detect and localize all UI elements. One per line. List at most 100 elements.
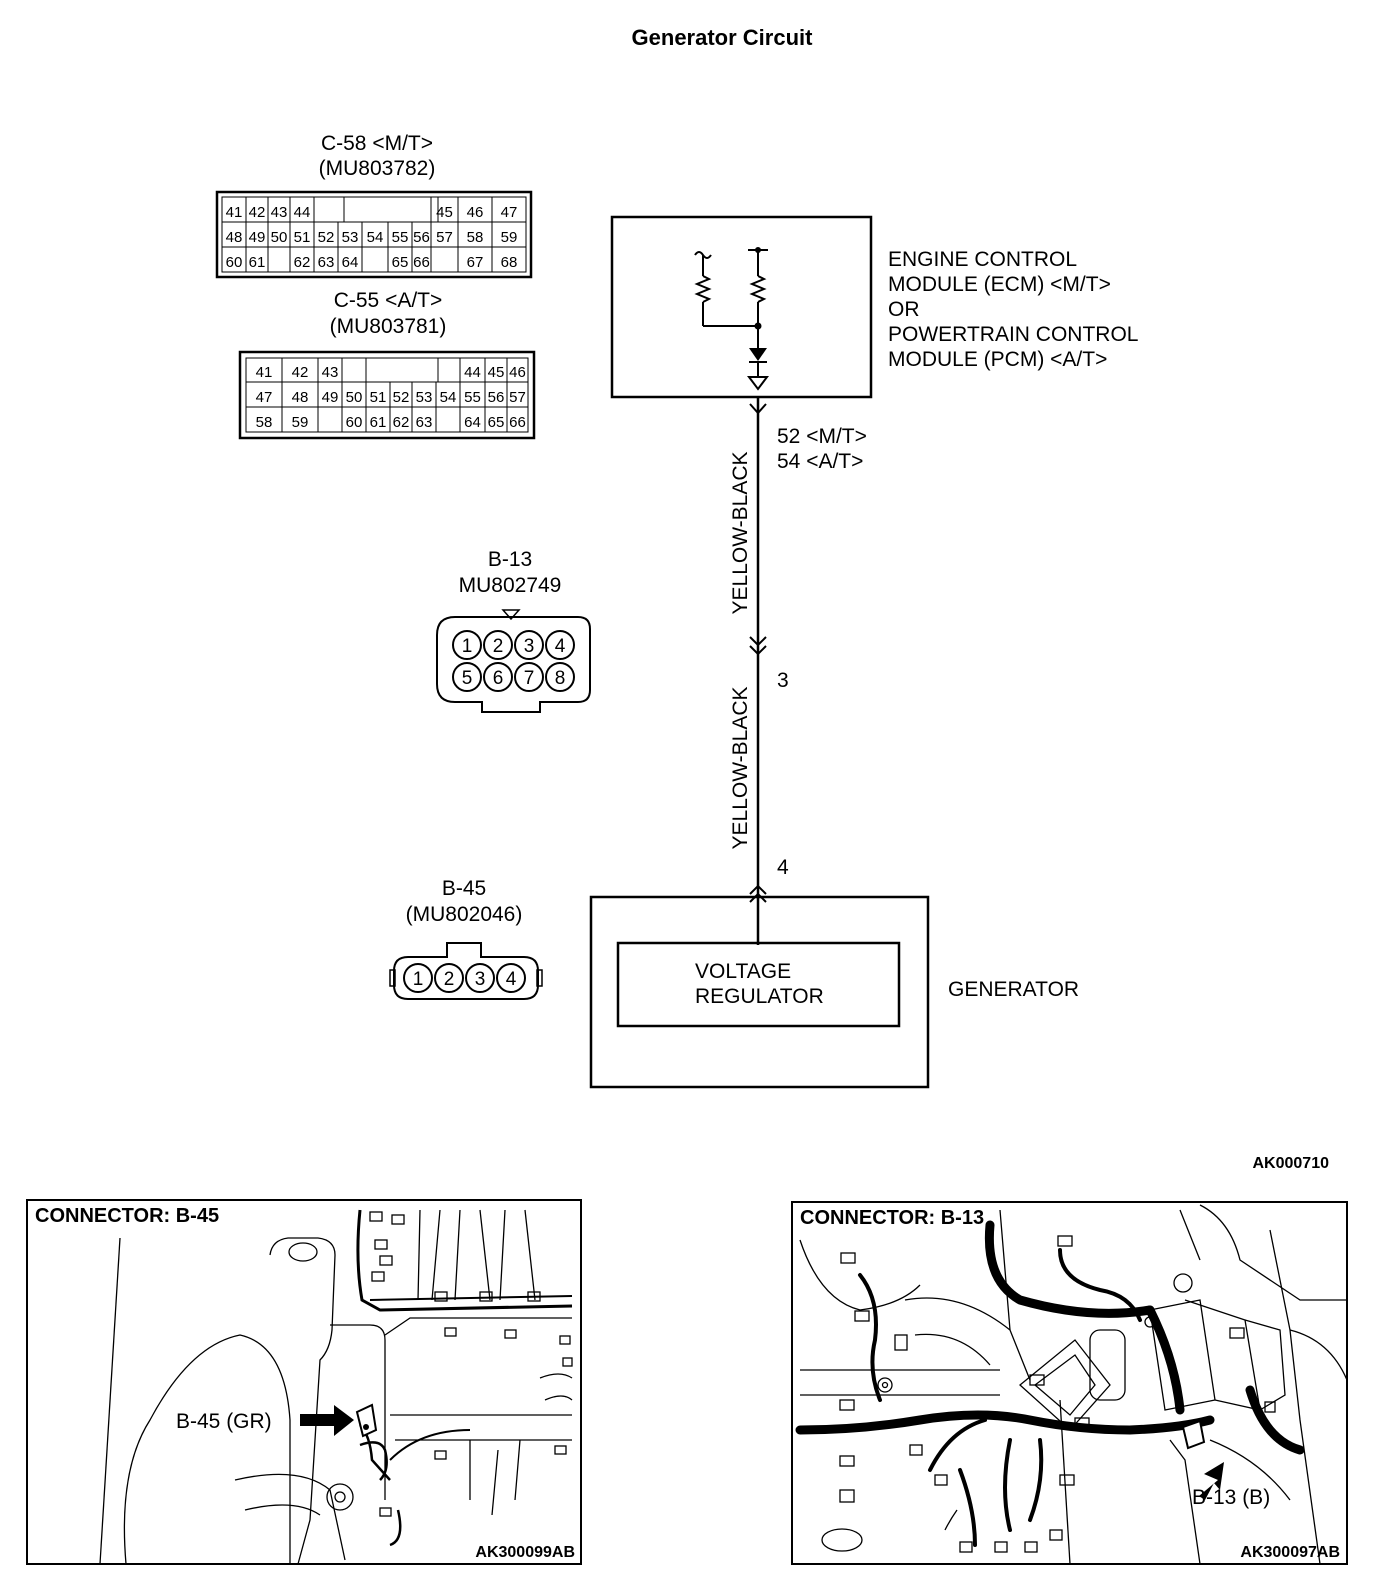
c55-pin-53: 53 (416, 389, 433, 406)
c58-pin-42: 42 (249, 204, 266, 221)
b45-pin-socket (403, 963, 433, 993)
c55-pin-61: 61 (370, 414, 387, 431)
b45-pin-socket (465, 963, 495, 993)
c55-pin-59: 59 (292, 414, 309, 431)
c55-name: C-55 <A/T> (334, 289, 443, 312)
figure-code: AK000710 (1253, 1155, 1330, 1172)
c55-pin-55: 55 (464, 389, 481, 406)
b13-pin-8: 8 (555, 668, 566, 689)
regulator-label-line2: REGULATOR (695, 985, 824, 1008)
c55-pin-63: 63 (416, 414, 433, 431)
c55-pin-50: 50 (346, 389, 363, 406)
c55-pin-60: 60 (346, 414, 363, 431)
c58-pin-65: 65 (392, 254, 409, 271)
b45-photo-callout: B-45 (GR) (176, 1410, 272, 1433)
regulator-label-line1: VOLTAGE (695, 960, 791, 983)
photo-connector-b13: CONNECTOR: B-13 B-13 (B) AK300097AB (791, 1201, 1348, 1565)
c55-part-number: (MU803781) (330, 315, 447, 338)
b13-pin-socket (545, 662, 575, 692)
b13-connector-picture (1181, 1419, 1206, 1450)
c58-pin-66: 66 (413, 254, 430, 271)
b13-pin-6: 6 (493, 668, 504, 689)
c58-pin-50: 50 (271, 229, 288, 246)
c58-pin-68: 68 (501, 254, 518, 271)
c55-pin-64: 64 (464, 414, 481, 431)
c55-pin-49: 49 (322, 389, 339, 406)
generator-wire-terminal: 4 (777, 856, 789, 879)
c58-pin-46: 46 (467, 204, 484, 221)
b13-pin-4: 4 (555, 636, 566, 657)
c58-pin-48: 48 (226, 229, 243, 246)
photo-connector-b45: CONNECTOR: B-45 B-45 (GR) AK300099AB (26, 1199, 582, 1565)
c58-name: C-58 <M/T> (321, 132, 433, 155)
generator-label: GENERATOR (948, 978, 1079, 1001)
ecm-label-line5: MODULE (PCM) <A/T> (888, 348, 1107, 371)
c55-pin-46: 46 (509, 364, 526, 381)
b13-photo-caption: CONNECTOR: B-13 (800, 1207, 984, 1229)
b45-pin-socket (434, 963, 464, 993)
b45-part-number: (MU802046) (406, 903, 523, 926)
b13-pin-socket (514, 630, 544, 660)
b13-pin-socket (514, 662, 544, 692)
c58-pin-58: 58 (467, 229, 484, 246)
b45-photo-code: AK300099AB (475, 1544, 575, 1561)
c58-pin-67: 67 (467, 254, 484, 271)
ecm-label-line2: MODULE (ECM) <M/T> (888, 273, 1111, 296)
b13-wire-terminal: 3 (777, 669, 789, 692)
c55-pin-47: 47 (256, 389, 273, 406)
ecm-pcm-module: ENGINE CONTROL MODULE (ECM) <M/T> OR POW… (610, 215, 1138, 399)
c58-pin-41: 41 (226, 204, 243, 221)
c55-pin-45: 45 (488, 364, 505, 381)
b13-name: B-13 (488, 548, 532, 571)
b45-pin-socket (496, 963, 526, 993)
c55-pin-66: 66 (509, 414, 526, 431)
c55-pin-65: 65 (488, 414, 505, 431)
c55-pin-58: 58 (256, 414, 273, 431)
c55-pin-44: 44 (464, 364, 481, 381)
c55-pin-41: 41 (256, 364, 273, 381)
c55-pin-54: 54 (440, 389, 457, 406)
c58-pin-45: 45 (436, 204, 453, 221)
b13-pin-2: 2 (493, 636, 504, 657)
c58-pin-61: 61 (249, 254, 266, 271)
ecm-label-line3: OR (888, 298, 920, 321)
b45-pin-1: 1 (413, 969, 424, 990)
wire-run: 52 <M/T> 54 <A/T> YELLOW-BLACK 3 YELLOW-… (729, 397, 867, 945)
b13-photo-callout: B-13 (B) (1192, 1486, 1270, 1509)
b13-pin-socket (545, 630, 575, 660)
c58-pin-53: 53 (342, 229, 359, 246)
c58-pin-59: 59 (501, 229, 518, 246)
b45-pin-3: 3 (475, 969, 486, 990)
b13-pin-1: 1 (462, 636, 473, 657)
diagram-title: Generator Circuit (632, 25, 814, 50)
wiring-harness-right (795, 1220, 1305, 1455)
c55-pin-62: 62 (393, 414, 410, 431)
engine-bay-sketch-right (799, 1204, 1348, 1565)
c58-pin-54: 54 (367, 229, 384, 246)
c55-pin-57: 57 (509, 389, 526, 406)
c55-pin-51: 51 (370, 389, 387, 406)
c55-pin-48: 48 (292, 389, 309, 406)
b13-pin-socket (452, 662, 482, 692)
c58-pin-51: 51 (294, 229, 311, 246)
b45-name: B-45 (442, 877, 486, 900)
ecm-terminal-at: 54 <A/T> (777, 450, 863, 473)
c58-pin-44: 44 (294, 204, 311, 221)
b13-part-number: MU802749 (459, 574, 562, 597)
engine-bay-sketch-left (99, 1209, 573, 1565)
b45-connector-picture (355, 1403, 378, 1438)
c58-pin-55: 55 (392, 229, 409, 246)
c58-pin-64: 64 (342, 254, 359, 271)
b45-pin-4: 4 (506, 969, 517, 990)
b45-photo-caption: CONNECTOR: B-45 (35, 1205, 219, 1227)
b13-photo-code: AK300097AB (1240, 1544, 1340, 1561)
b13-pin-3: 3 (524, 636, 535, 657)
wire-color-lower: YELLOW-BLACK (729, 686, 752, 849)
b13-pin-socket (483, 630, 513, 660)
c58-pin-43: 43 (271, 204, 288, 221)
